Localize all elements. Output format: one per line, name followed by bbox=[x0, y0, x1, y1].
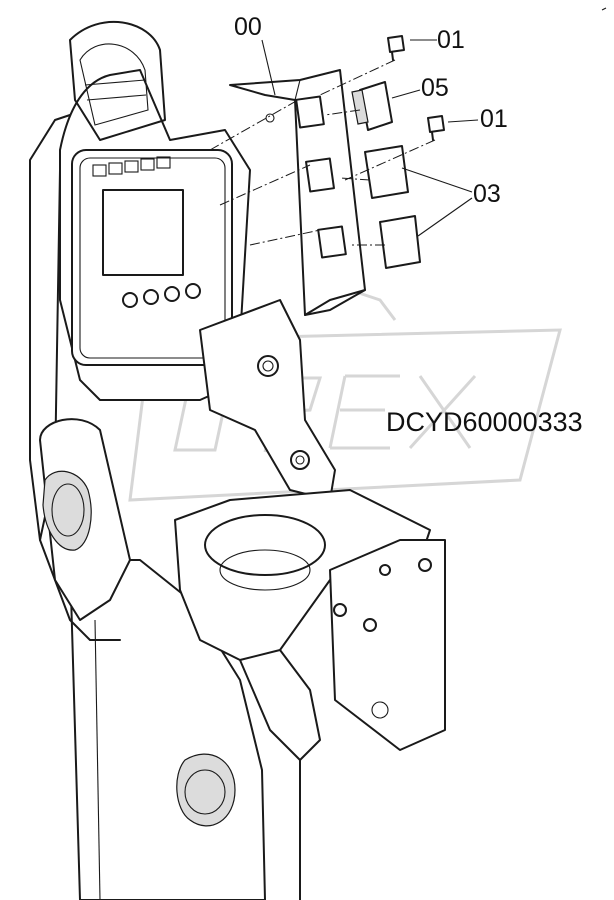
blank-cover-lower bbox=[379, 215, 421, 269]
side-panel bbox=[29, 109, 131, 621]
bolt bbox=[290, 450, 310, 470]
monitor-round-buttons bbox=[122, 283, 201, 308]
leader-lines bbox=[209, 39, 479, 246]
monitor-housing bbox=[59, 20, 251, 401]
monitor-screen bbox=[102, 189, 184, 276]
mounting-bracket bbox=[329, 539, 446, 751]
callout-05: 05 bbox=[421, 74, 449, 102]
bolt bbox=[257, 355, 279, 377]
monitor-bezel bbox=[71, 149, 233, 366]
switch-panel-bracket bbox=[229, 69, 366, 316]
callout-03: 03 bbox=[473, 180, 501, 208]
monitor-hood bbox=[69, 20, 166, 141]
blank-cover-upper bbox=[364, 145, 409, 199]
monitor-top-buttons bbox=[92, 156, 171, 177]
callout-01-top: 01 bbox=[437, 26, 465, 54]
screw-top bbox=[387, 35, 405, 61]
mounting-plate bbox=[174, 299, 446, 900]
screw-middle bbox=[427, 115, 445, 141]
rocker-switch bbox=[351, 81, 393, 131]
corner-mark bbox=[601, 7, 607, 11]
drawing-id: DCYD60000333 bbox=[386, 407, 583, 437]
callout-00: 00 bbox=[234, 13, 262, 41]
callout-01-middle: 01 bbox=[480, 105, 508, 133]
